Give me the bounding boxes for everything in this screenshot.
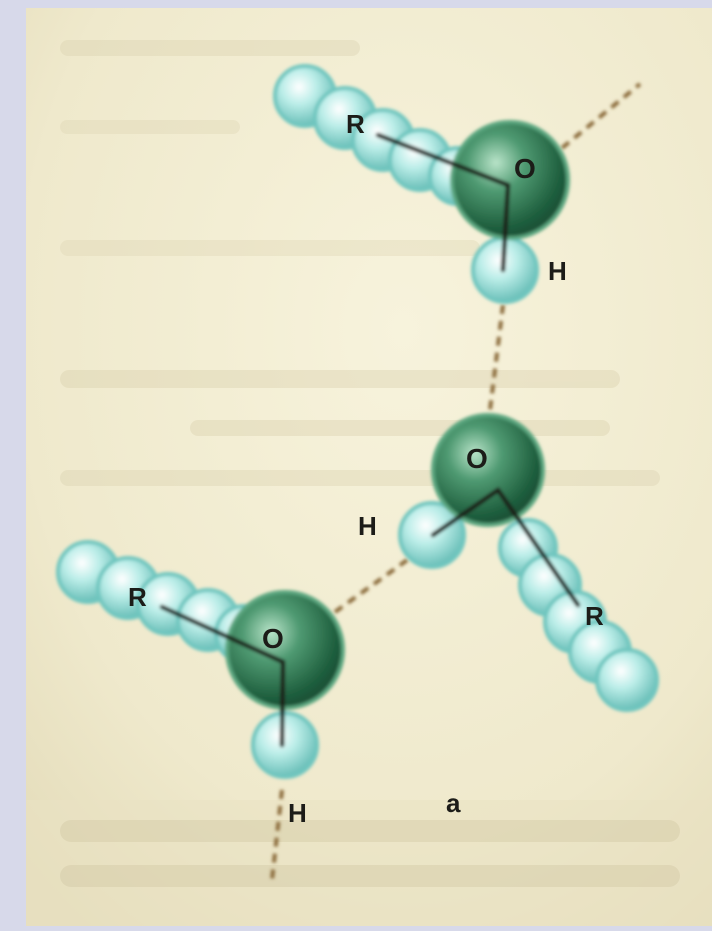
label-o-middle: O bbox=[466, 443, 488, 474]
label-r-bottom: R bbox=[128, 582, 147, 612]
hbond-top-right bbox=[560, 82, 642, 150]
label-h-bottom: H bbox=[288, 798, 307, 828]
paper-lower-band bbox=[26, 800, 712, 926]
hydrogen-bonds bbox=[270, 82, 642, 881]
atom-labels: R O H O H R R O H bbox=[128, 109, 604, 828]
bonds-top bbox=[375, 132, 511, 273]
hydrogen-atom-bottom bbox=[251, 711, 319, 779]
molecule-bottom bbox=[56, 540, 345, 779]
hbond-top-to-middle bbox=[488, 304, 505, 411]
label-r-middle: R bbox=[585, 601, 604, 631]
molecule-middle bbox=[398, 413, 659, 712]
label-o-bottom: O bbox=[262, 623, 284, 654]
panel-label: a bbox=[446, 788, 461, 818]
label-h-middle: H bbox=[358, 511, 377, 541]
bonds-middle bbox=[430, 486, 581, 608]
alkyl-chain-middle bbox=[498, 518, 659, 712]
molecule-top bbox=[273, 64, 570, 304]
oxygen-atom-bottom bbox=[225, 590, 345, 710]
bonds-bottom bbox=[159, 604, 286, 748]
oxygen-atom-middle bbox=[431, 413, 545, 527]
label-h-top: H bbox=[548, 256, 567, 286]
oxygen-atom-top bbox=[450, 120, 570, 240]
label-r-top: R bbox=[346, 109, 365, 139]
label-o-top: O bbox=[514, 153, 536, 184]
